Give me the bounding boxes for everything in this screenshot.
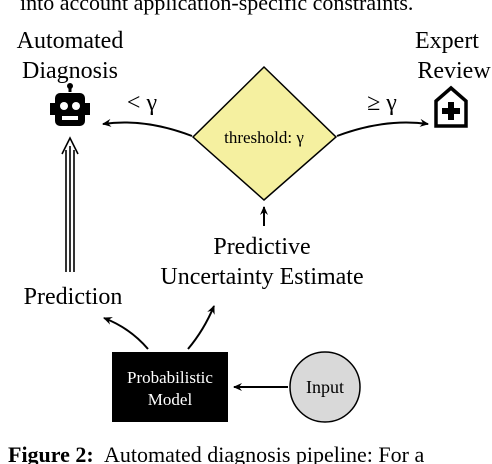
robot-icon [50,83,90,126]
expert-review-line1: Expert [415,28,479,54]
uncertainty-line1: Predictive [213,234,310,260]
less-than-label: < γ [127,90,158,116]
input-label: Input [306,377,344,397]
model-line2: Model [148,390,193,409]
arrow-model-to-prediction [103,317,149,350]
arrow-prediction-to-automated [61,136,79,272]
uncertainty-line2: Uncertainty Estimate [160,264,363,290]
automated-diagnosis-line2: Diagnosis [22,58,118,84]
expert-review-line2: Review [417,58,491,84]
input-node [289,351,361,423]
arrow-to-expert [336,118,429,137]
caption-text: Automated diagnosis pipeline: For a [104,442,424,464]
threshold-diamond [191,65,338,201]
greater-equal-label: ≥ γ [367,90,397,116]
prediction-label: Prediction [24,284,123,310]
automated-diagnosis-line1: Automated [17,28,124,54]
caption-prefix: Figure 2: [8,442,94,464]
top-text: into account application-specific constr… [20,0,413,15]
model-line1: Probabilistic [127,368,213,387]
threshold-label: threshold: γ [224,128,304,147]
hospital-icon [434,85,468,128]
figure-caption: Figure 2: Automated diagnosis pipeline: … [8,442,424,464]
probabilistic-model-box [112,352,228,422]
arrow-model-to-uncertainty [187,305,215,350]
arrow-to-automated [102,118,193,137]
